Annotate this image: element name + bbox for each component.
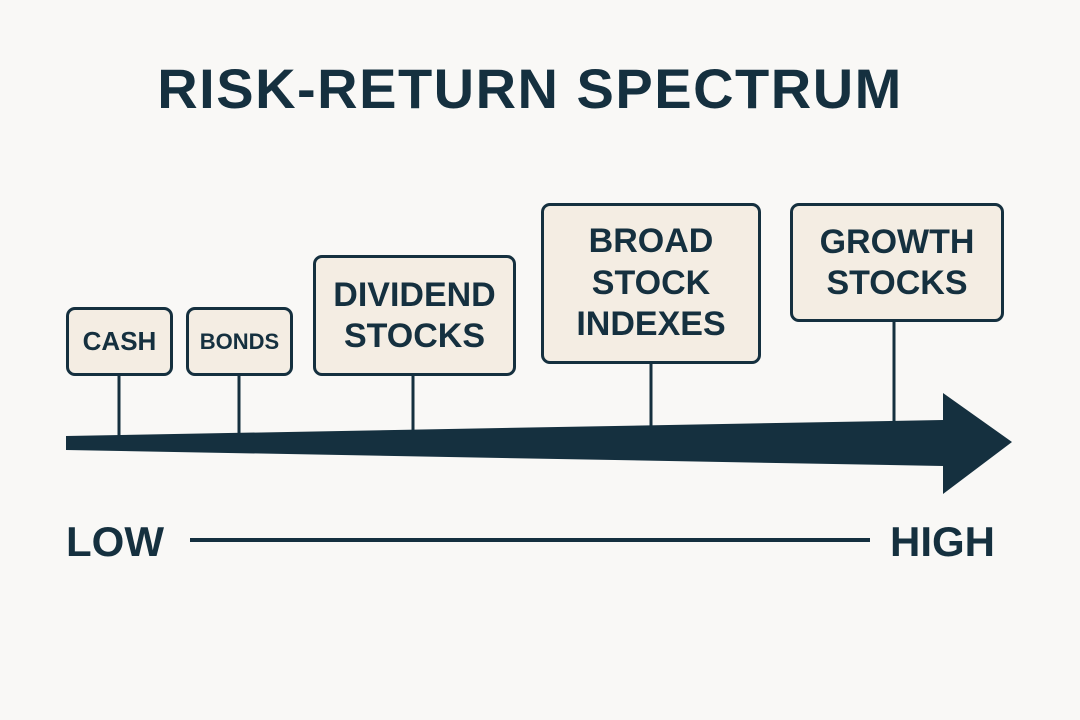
category-box-dividend-stocks: DIVIDEND STOCKS — [313, 255, 516, 376]
category-box-growth-stocks: GROWTH STOCKS — [790, 203, 1004, 322]
scale-low-label: LOW — [66, 518, 164, 565]
diagram-title: RISK-RETURN SPECTRUM — [157, 57, 903, 120]
category-box-broad-stock-indexes: BROAD STOCK INDEXES — [541, 203, 761, 364]
scale-high-label: HIGH — [890, 518, 995, 565]
category-box-bonds: BONDS — [186, 307, 293, 376]
risk-arrow — [66, 393, 1012, 494]
category-box-cash: CASH — [66, 307, 173, 376]
